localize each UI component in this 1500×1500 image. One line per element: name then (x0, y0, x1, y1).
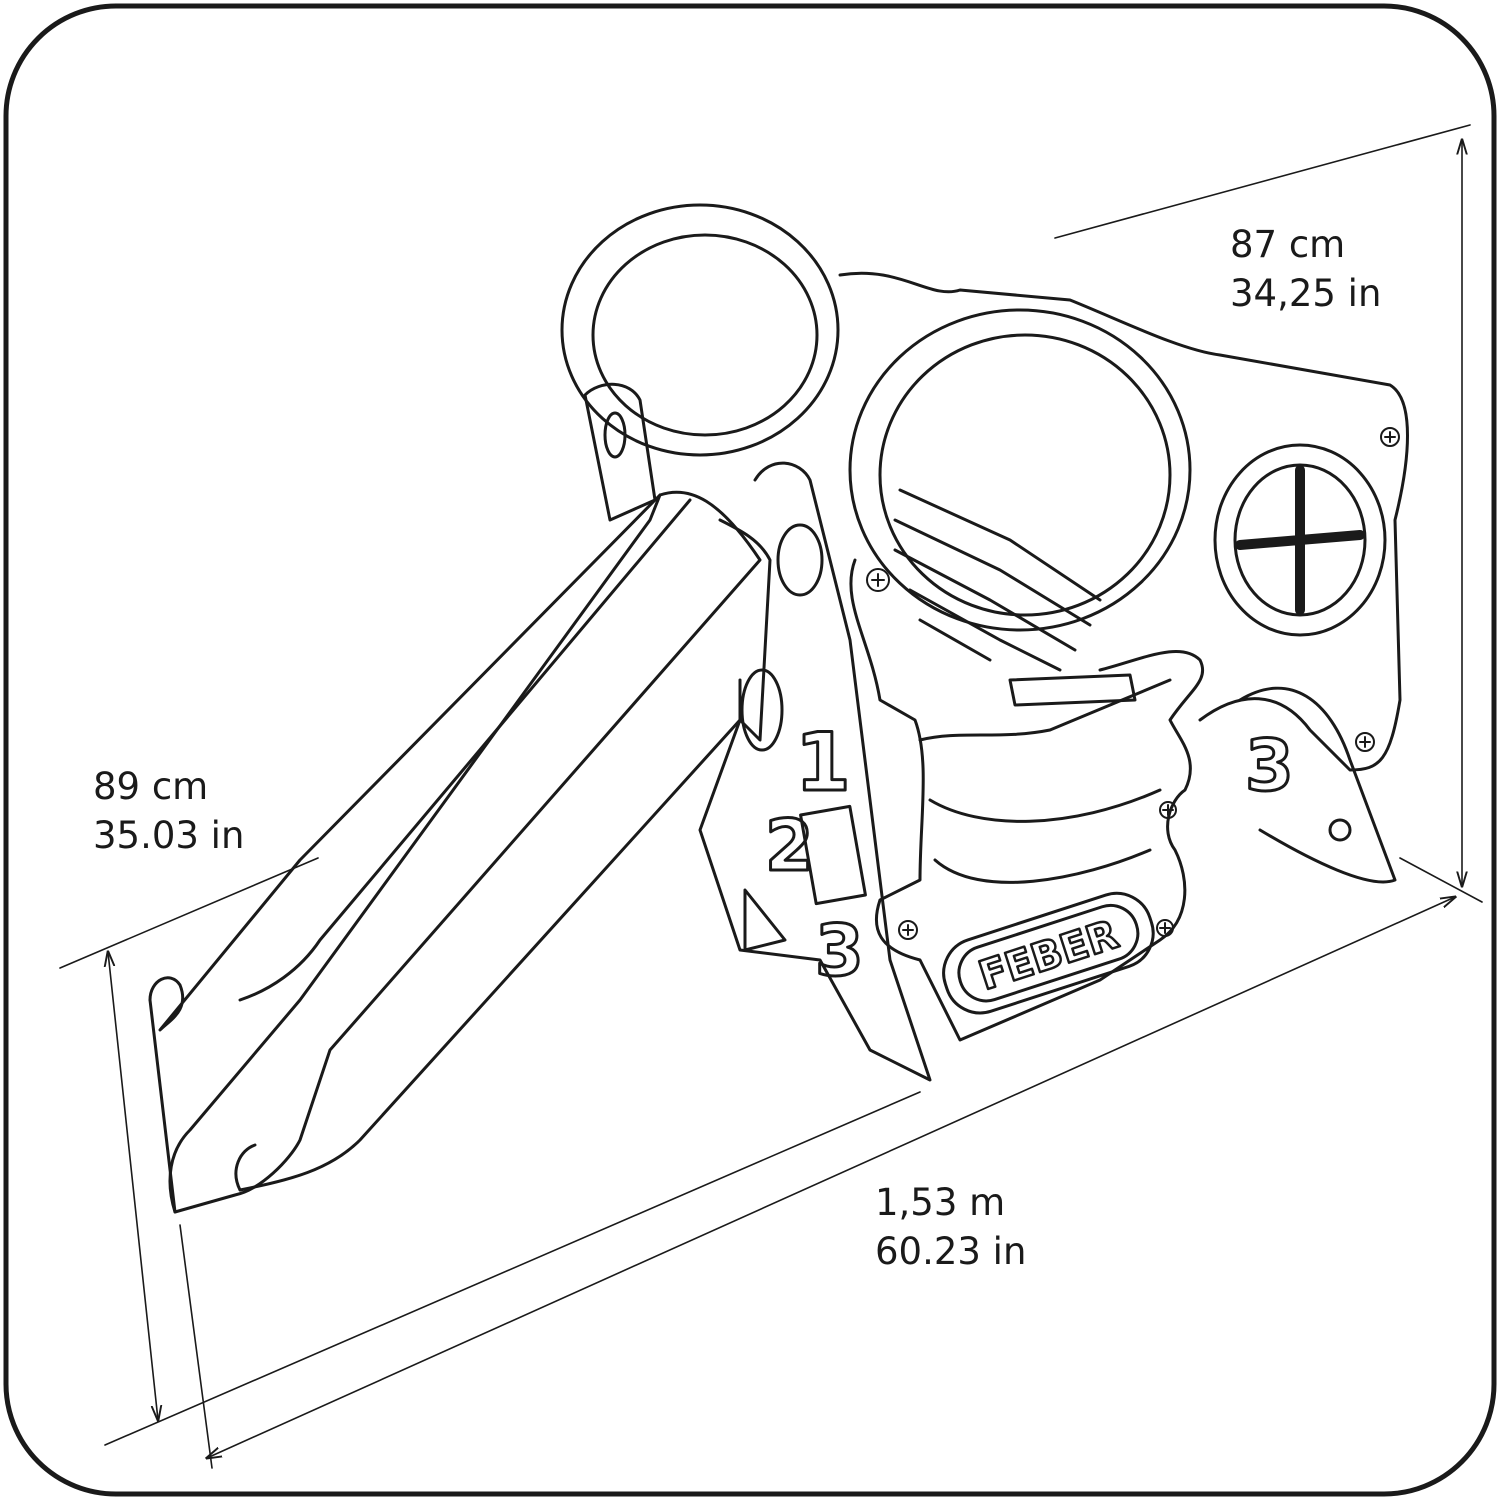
side-window (1213, 443, 1387, 637)
front-ring (848, 308, 1192, 632)
height-right-label: 87 cm 34,25 in (1230, 220, 1381, 318)
length-metric: 1,53 m (875, 1181, 1006, 1224)
step-bar-2 (928, 788, 1162, 823)
side-leg (1238, 686, 1397, 884)
back-panel (838, 271, 1409, 772)
step-bar-3 (933, 848, 1152, 884)
step-bar-1 (918, 678, 1172, 742)
height-right-imperial: 34,25 in (1230, 272, 1382, 315)
ladder-steps (893, 488, 1137, 707)
dimension-lines (59, 124, 1483, 1469)
screw-icons (866, 427, 1400, 940)
height-left-label: 89 cm 35.03 in (93, 762, 244, 860)
height-left-imperial: 35.03 in (93, 814, 245, 857)
slide-chute (148, 490, 772, 1214)
front-left-panel (698, 461, 932, 1082)
back-ring (560, 203, 840, 457)
number-3-right: 3 (1245, 725, 1294, 807)
number-3-left: 3 (815, 910, 864, 992)
length-imperial: 60.23 in (875, 1230, 1027, 1273)
front-frame (849, 558, 1205, 1042)
height-left-metric: 89 cm (93, 765, 209, 808)
length-label: 1,53 m 60.23 in (875, 1178, 1026, 1276)
height-right-metric: 87 cm (1230, 223, 1346, 266)
number-1: 1 (795, 716, 851, 809)
frame-border (3, 3, 1497, 1497)
back-post (583, 382, 657, 522)
